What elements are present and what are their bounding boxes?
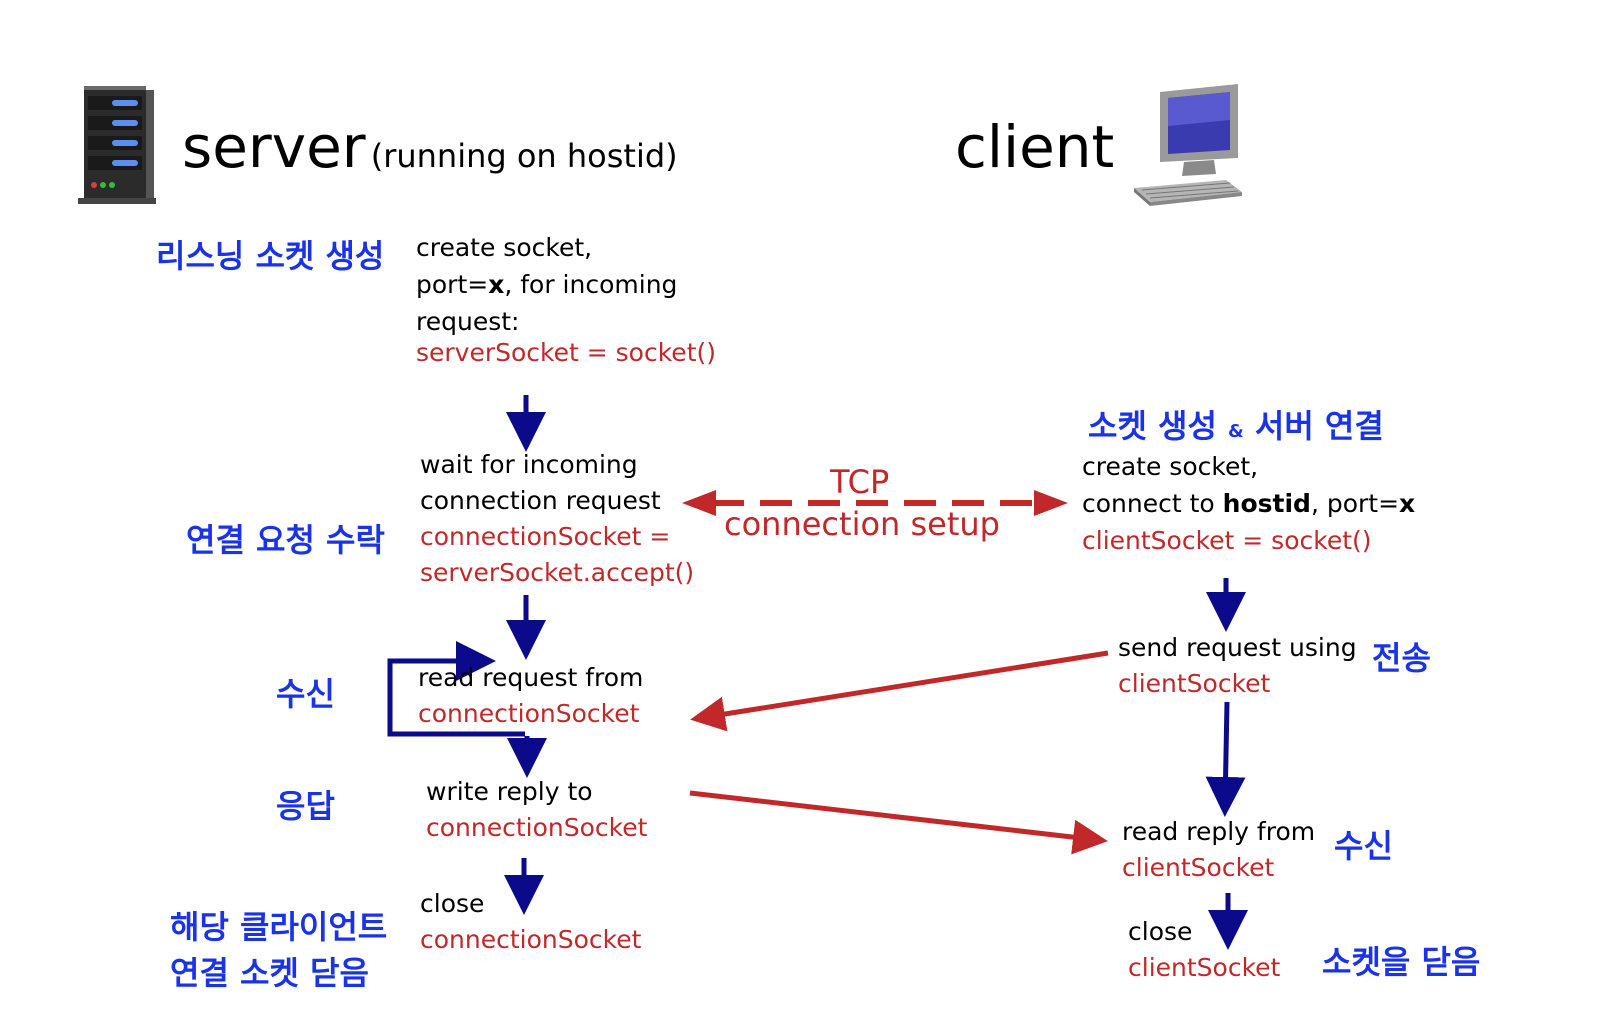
server-create-line2: port=x, for incoming xyxy=(416,266,716,303)
server-subtitle: (running on hostid) xyxy=(370,137,678,175)
server-accept-line1: wait for incoming xyxy=(420,450,638,479)
client-create-annotation: 소켓 생성 & 서버 연결 xyxy=(1088,406,1384,446)
server-close-annotation: 해당 클라이언트 연결 소켓 닫음 xyxy=(170,904,387,996)
client-send-annotation: 전송 xyxy=(1372,639,1431,677)
request-message-arrow xyxy=(690,650,1109,732)
server-accept-block: wait for incoming connection request con… xyxy=(420,447,694,591)
server-close-code: connectionSocket xyxy=(420,925,642,954)
server-close-annotation-line2: 연결 소켓 닫음 xyxy=(170,954,369,992)
client-create-line1: create socket, xyxy=(1082,452,1259,481)
client-read-line1: read reply from xyxy=(1122,817,1316,846)
server-accept-code1: connectionSocket = xyxy=(420,522,671,551)
client-create-annotation-amp: & xyxy=(1228,421,1244,442)
reply-message-arrow xyxy=(689,790,1108,855)
client-flow-arrow-2 xyxy=(1205,701,1246,817)
client-create-port-value: x xyxy=(1399,489,1416,518)
tcp-label: TCP xyxy=(830,463,890,501)
client-close-code: clientSocket xyxy=(1128,953,1281,982)
client-create-hostid: hostid xyxy=(1222,489,1311,518)
server-create-port-label: port= xyxy=(416,270,489,299)
tcp-arrowhead-left xyxy=(682,490,716,516)
server-title: server xyxy=(182,113,366,181)
client-title: client xyxy=(955,113,1115,181)
server-header: server (running on hostid) xyxy=(182,118,678,176)
client-close-block: close clientSocket xyxy=(1128,914,1280,986)
client-close-annotation: 소켓을 닫음 xyxy=(1322,943,1481,981)
tcp-arrowhead-right xyxy=(1034,490,1068,516)
server-create-annotation: 리스닝 소켓 생성 xyxy=(156,237,385,275)
client-create-annotation-part2: 서버 연결 xyxy=(1243,407,1384,445)
client-create-port-label: , port= xyxy=(1310,489,1400,518)
client-send-block: send request using clientSocket xyxy=(1118,630,1357,702)
client-create-code: clientSocket = socket() xyxy=(1082,526,1372,555)
client-create-line2: connect to hostid, port=x xyxy=(1082,485,1415,522)
server-create-port-value: x xyxy=(488,270,505,299)
server-create-line2-rest: , for incoming xyxy=(504,270,678,299)
client-close-line1: close xyxy=(1128,917,1193,946)
server-accept-line2: connection request xyxy=(420,486,661,515)
server-read-code: connectionSocket xyxy=(418,699,640,728)
server-create-code: serverSocket = socket() xyxy=(416,338,716,367)
server-write-annotation: 응답 xyxy=(276,787,335,825)
client-read-block: read reply from clientSocket xyxy=(1122,814,1315,886)
server-write-line1: write reply to xyxy=(426,777,593,806)
server-tower-icon xyxy=(78,86,156,204)
server-accept-code2: serverSocket.accept() xyxy=(420,558,695,587)
server-write-block: write reply to connectionSocket xyxy=(426,774,647,846)
desktop-computer-icon xyxy=(1134,84,1242,206)
server-read-block: read request from connectionSocket xyxy=(418,660,643,732)
client-create-annotation-part1: 소켓 생성 xyxy=(1088,407,1229,445)
client-create-block: create socket, connect to hostid, port=x… xyxy=(1082,448,1415,559)
client-read-code: clientSocket xyxy=(1122,853,1275,882)
server-read-line1: read request from xyxy=(418,663,644,692)
server-loop-arrow xyxy=(387,641,525,737)
client-read-annotation: 수신 xyxy=(1334,827,1393,865)
server-create-line3: request: xyxy=(416,307,520,336)
server-close-annotation-line1: 해당 클라이언트 xyxy=(170,908,388,946)
tcp-connection-setup-label: connection setup xyxy=(724,505,1000,543)
client-send-line1: send request using xyxy=(1118,633,1357,662)
client-send-code: clientSocket xyxy=(1118,669,1271,698)
server-create-block: create socket, port=x, for incoming requ… xyxy=(416,229,716,371)
server-accept-annotation: 연결 요청 수락 xyxy=(186,521,385,559)
server-read-annotation: 수신 xyxy=(276,675,335,713)
client-create-connect-label: connect to xyxy=(1082,489,1223,518)
server-create-line1: create socket, xyxy=(416,233,593,262)
server-close-block: close connectionSocket xyxy=(420,886,641,958)
server-close-line1: close xyxy=(420,889,485,918)
server-write-code: connectionSocket xyxy=(426,813,648,842)
